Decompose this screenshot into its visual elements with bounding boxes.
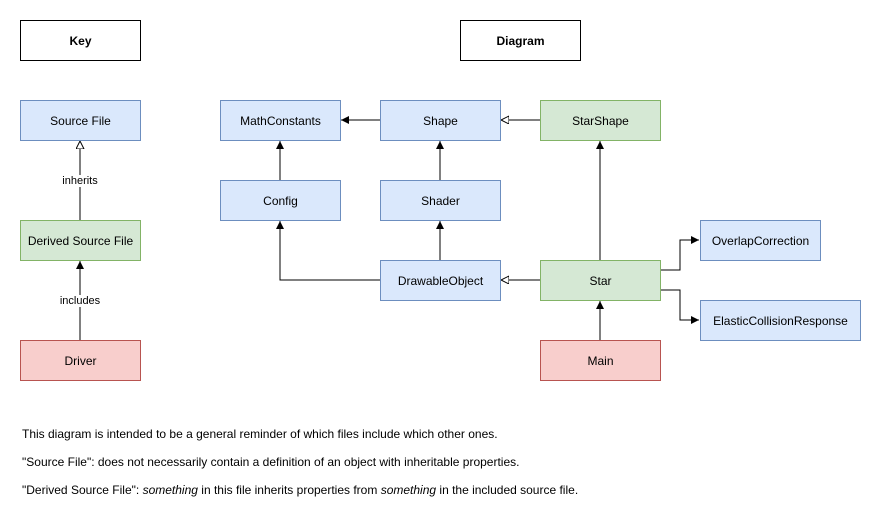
note-line-3: "Derived Source File": something in this… xyxy=(22,483,578,497)
key-header: Key xyxy=(20,20,141,61)
note-line-2: "Source File": does not necessarily cont… xyxy=(22,455,520,469)
shader-label: Shader xyxy=(421,193,460,208)
mathconstants-node: MathConstants xyxy=(220,100,341,141)
star-label: Star xyxy=(589,273,612,288)
overlapcorrection-label: OverlapCorrection xyxy=(711,233,810,248)
starshape-node: StarShape xyxy=(540,100,661,141)
diagram-header: Diagram xyxy=(460,20,581,61)
inherits-edge-label: inherits xyxy=(60,175,100,187)
key-derived-source-file-label: Derived Source File xyxy=(27,233,134,248)
shape-node: Shape xyxy=(380,100,501,141)
drawableobject-to-config-edge xyxy=(276,221,380,281)
main-label: Main xyxy=(587,353,614,368)
note-line-3-part-e: in the included source file. xyxy=(436,483,579,497)
elasticcollisionresponse-node: ElasticCollisionResponse xyxy=(700,300,861,341)
overlapcorrection-node: OverlapCorrection xyxy=(700,220,821,261)
includes-edge-label: includes xyxy=(57,295,103,307)
note-line-3-part-a: "Derived Source File": xyxy=(22,483,143,497)
config-node: Config xyxy=(220,180,341,221)
key-header-label: Key xyxy=(69,33,92,48)
elasticcollisionresponse-label: ElasticCollisionResponse xyxy=(713,313,848,328)
key-derived-source-file-node: Derived Source File xyxy=(20,220,141,261)
note-line-1: This diagram is intended to be a general… xyxy=(22,427,498,441)
drawableobject-label: DrawableObject xyxy=(397,273,484,288)
star-to-elasticcollision-edge xyxy=(660,289,699,324)
key-source-file-label: Source File xyxy=(50,113,111,128)
star-node: Star xyxy=(540,260,661,301)
note-line-3-emphasis-1: something xyxy=(142,483,198,497)
shape-label: Shape xyxy=(423,113,458,128)
key-driver-label: Driver xyxy=(64,353,97,368)
key-source-file-node: Source File xyxy=(20,100,141,141)
note-line-3-part-c: in this file inherits properties from xyxy=(197,483,381,497)
diagram-header-label: Diagram xyxy=(496,33,545,48)
mathconstants-label: MathConstants xyxy=(240,113,321,128)
drawableobject-node: DrawableObject xyxy=(380,260,501,301)
shader-node: Shader xyxy=(380,180,501,221)
note-line-3-emphasis-2: something xyxy=(380,483,437,497)
star-to-overlapcorrection-edge xyxy=(660,236,699,271)
key-driver-node: Driver xyxy=(20,340,141,381)
starshape-label: StarShape xyxy=(572,113,629,128)
config-label: Config xyxy=(263,193,298,208)
main-node: Main xyxy=(540,340,661,381)
